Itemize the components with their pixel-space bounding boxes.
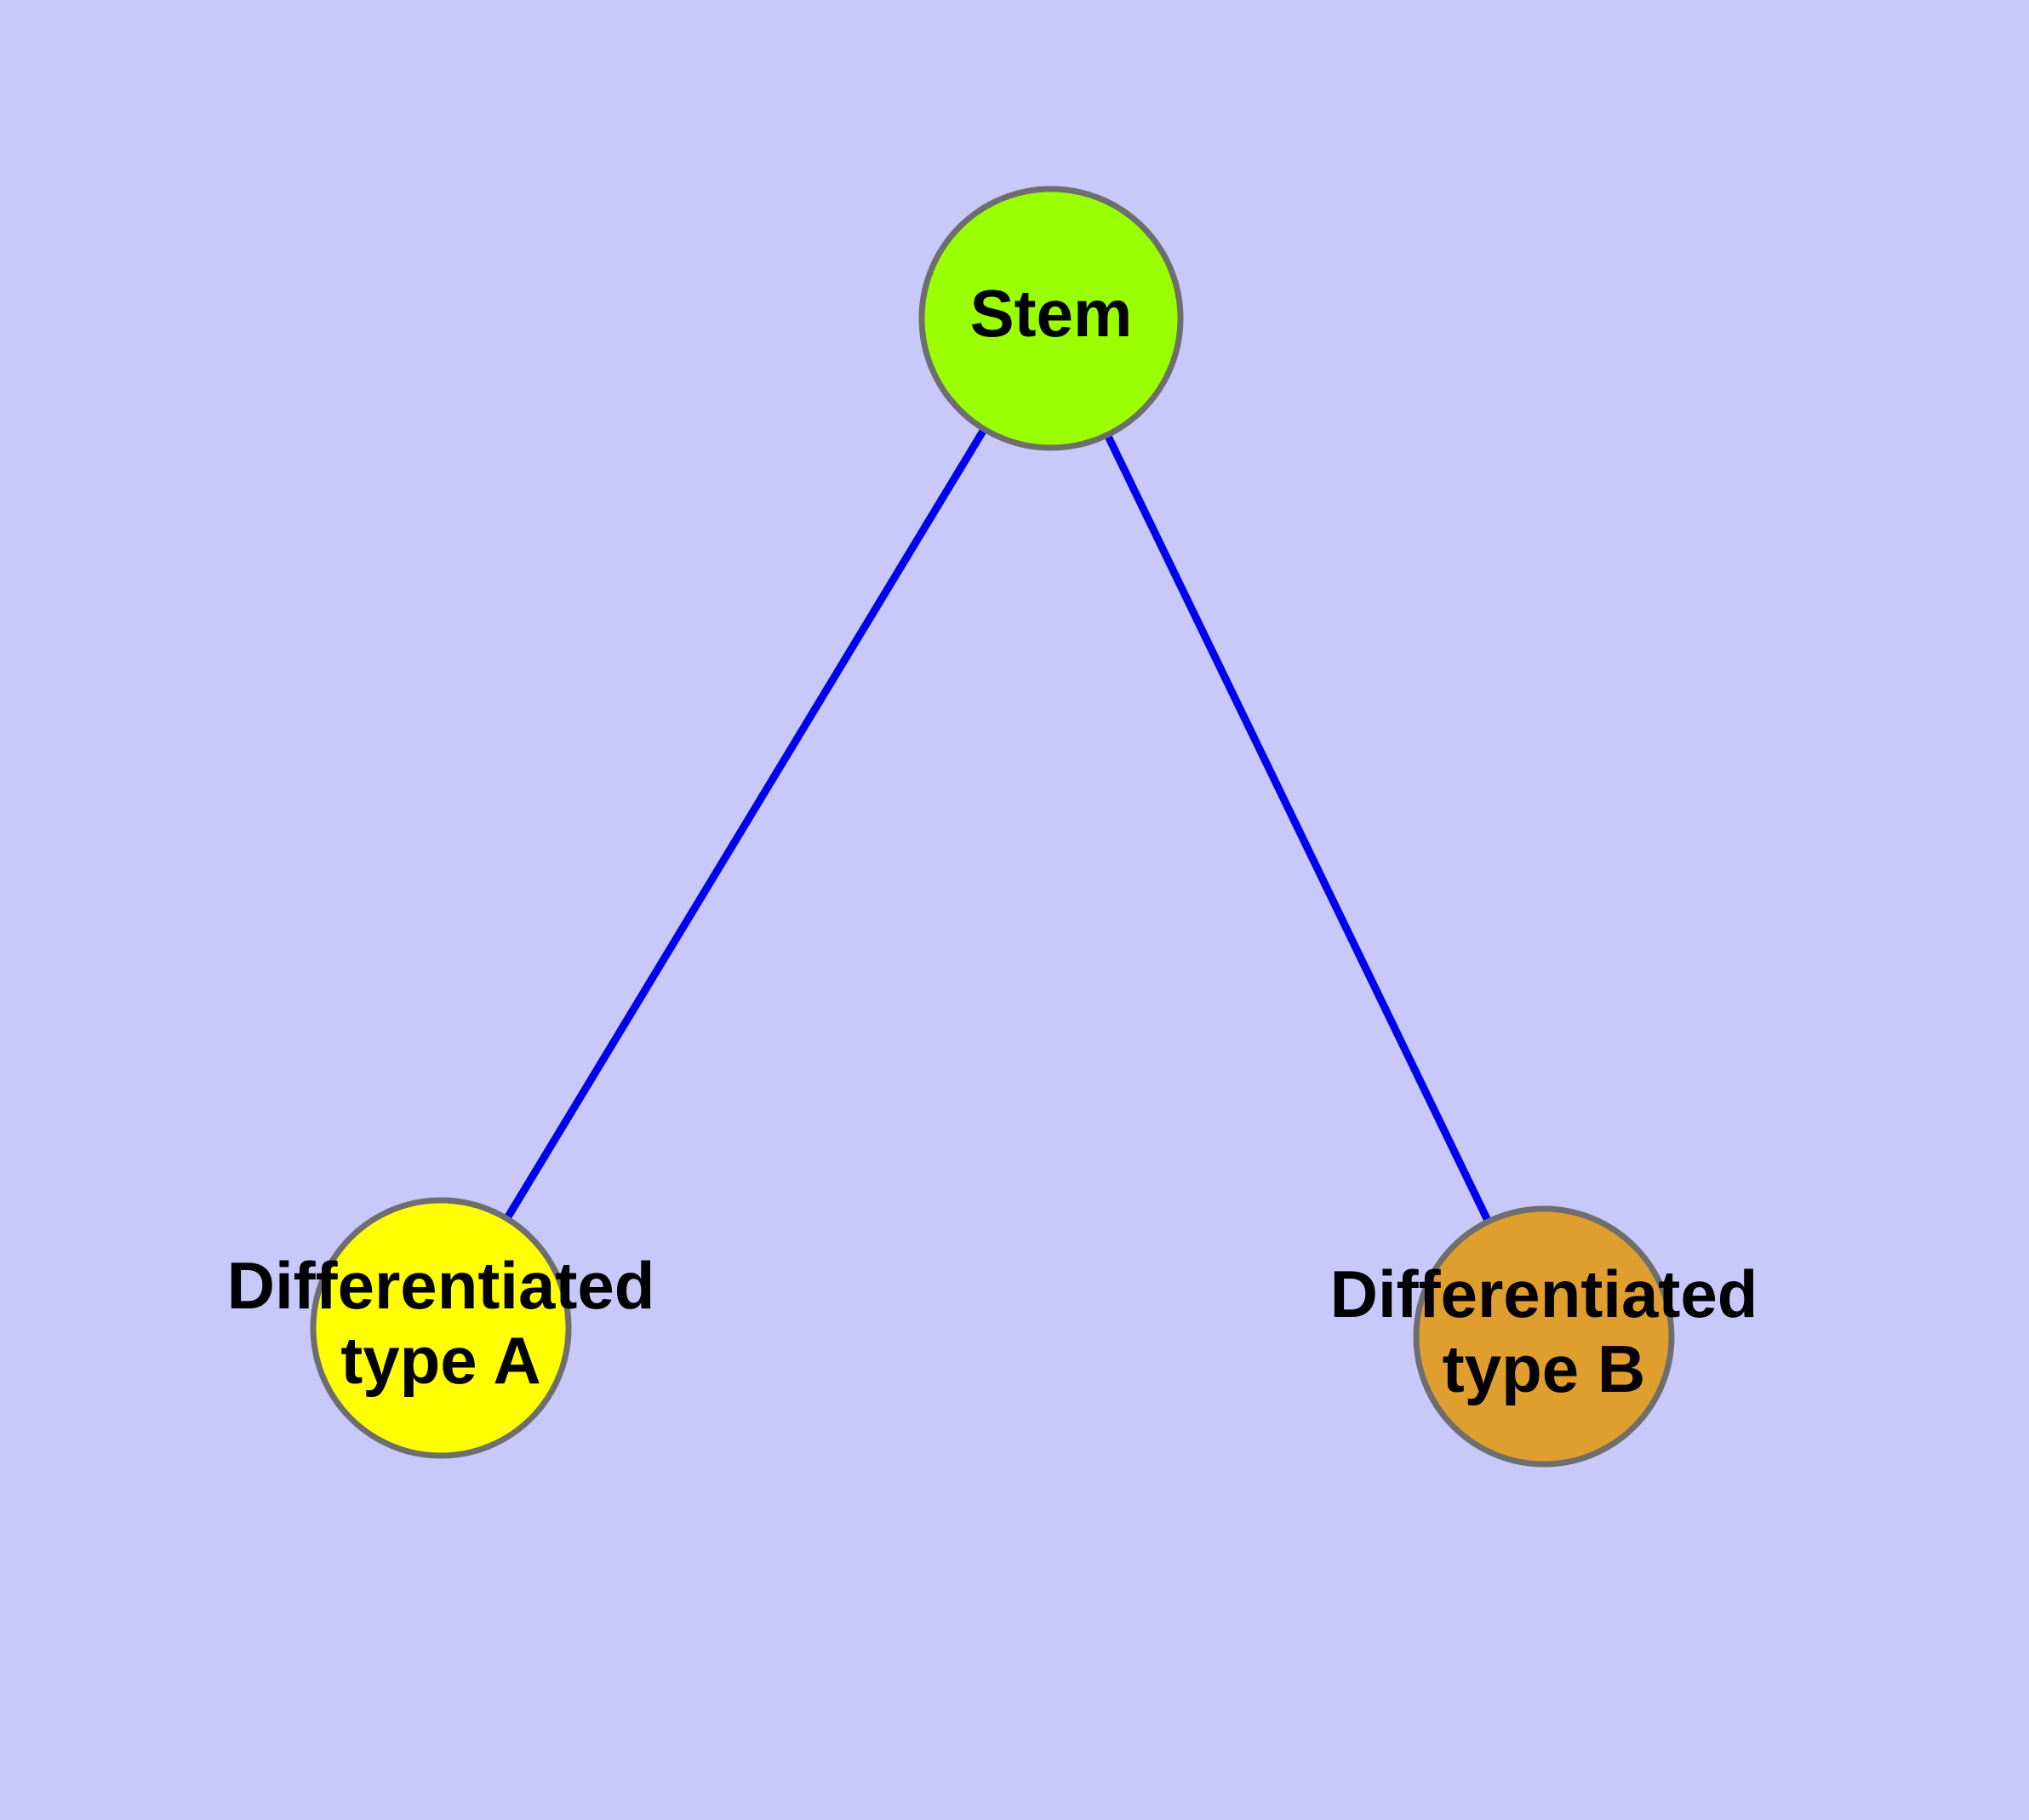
node-differentiated-type-b-circle[interactable] (1413, 1205, 1675, 1468)
edge-stem-to-diff-b[interactable] (1104, 432, 1492, 1223)
node-stem-label: Stem (970, 276, 1133, 351)
edge-layer (503, 426, 1492, 1223)
edge-stem-to-diff-a[interactable] (503, 426, 988, 1221)
node-stem[interactable]: Stem (918, 186, 1184, 451)
node-stem-circle[interactable] (918, 186, 1184, 451)
node-differentiated-type-a-circle[interactable] (310, 1197, 572, 1459)
